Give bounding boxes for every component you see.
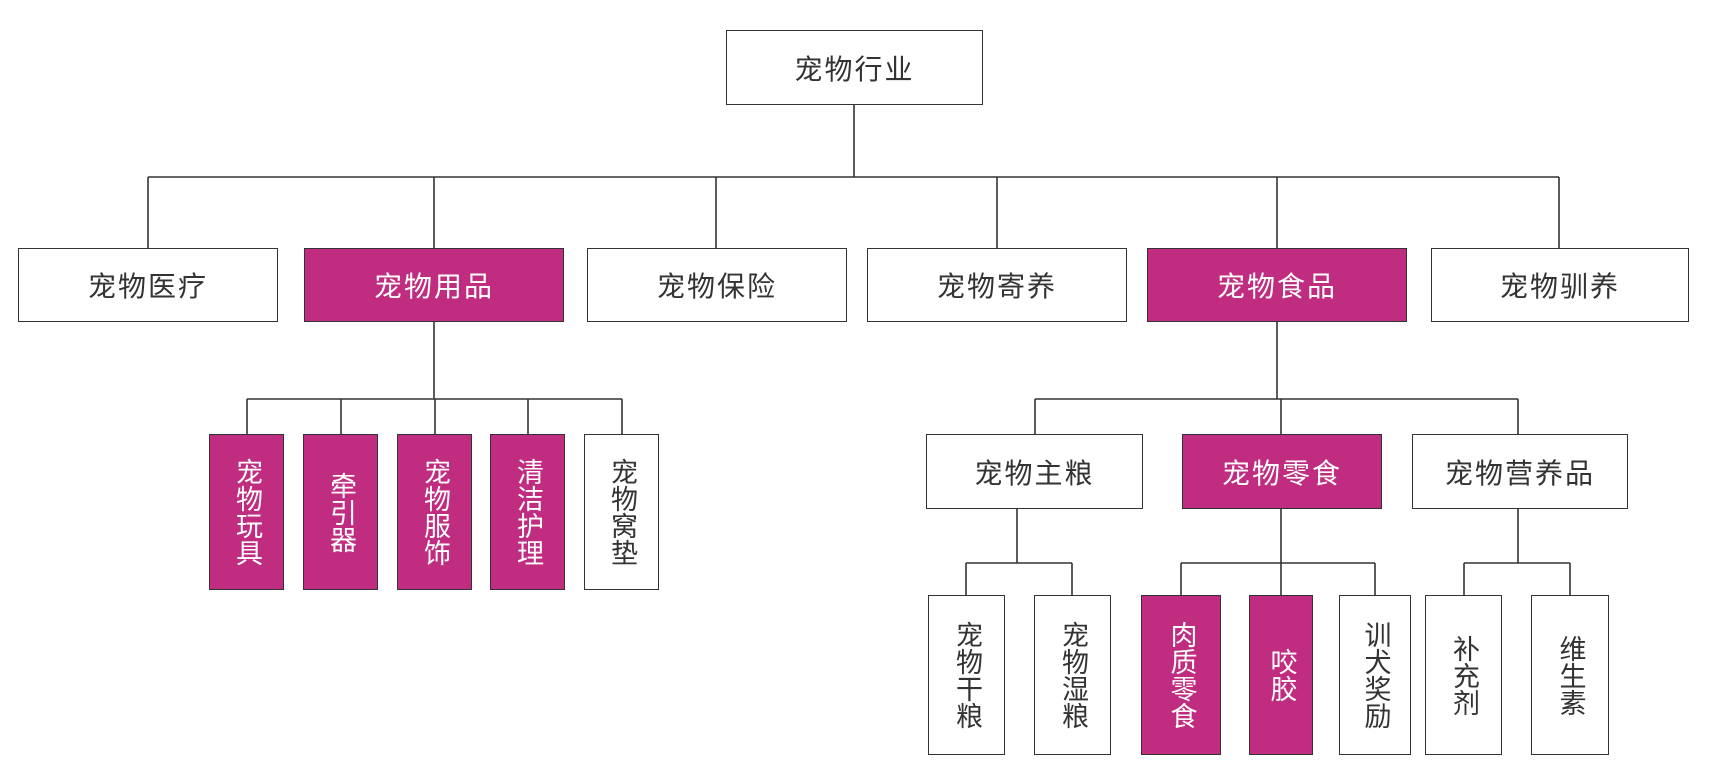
node-pet-bedding: 宠物窝垫 xyxy=(584,434,659,590)
node-pet-snacks: 宠物零食 xyxy=(1182,434,1382,509)
node-meat-snacks: 肉质零食 xyxy=(1141,595,1221,755)
node-pet-boarding: 宠物寄养 xyxy=(867,248,1127,322)
node-vitamins: 维生素 xyxy=(1531,595,1609,755)
node-pet-training: 宠物驯养 xyxy=(1431,248,1689,322)
node-cleaning-care: 清洁护理 xyxy=(490,434,565,590)
node-leash: 牵引器 xyxy=(303,434,378,590)
node-pet-apparel: 宠物服饰 xyxy=(397,434,472,590)
node-training-treats: 训犬奖励 xyxy=(1339,595,1411,755)
node-pet-supplies: 宠物用品 xyxy=(304,248,564,322)
node-pet-toys: 宠物玩具 xyxy=(209,434,284,590)
node-chews: 咬胶 xyxy=(1249,595,1313,755)
node-pet-insurance: 宠物保险 xyxy=(587,248,847,322)
node-staple-food: 宠物主粮 xyxy=(926,434,1143,509)
node-wet-food: 宠物湿粮 xyxy=(1034,595,1111,755)
node-pet-medical: 宠物医疗 xyxy=(18,248,278,322)
node-nutrition: 宠物营养品 xyxy=(1412,434,1628,509)
node-supplements: 补充剂 xyxy=(1425,595,1502,755)
node-pet-food: 宠物食品 xyxy=(1147,248,1407,322)
node-root: 宠物行业 xyxy=(726,30,983,105)
node-dry-food: 宠物干粮 xyxy=(928,595,1005,755)
